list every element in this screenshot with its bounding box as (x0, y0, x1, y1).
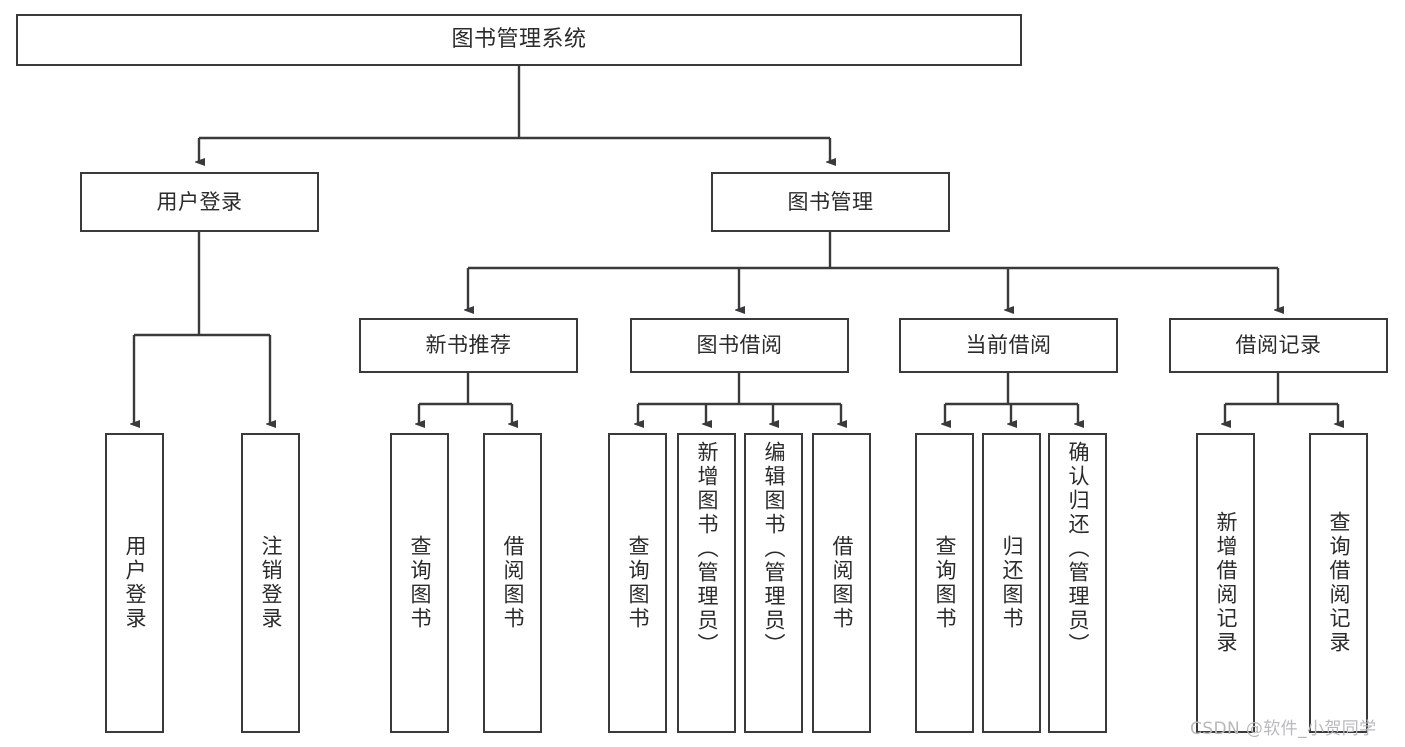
node-label: 图书管理系统 (451, 27, 587, 53)
node-label: 图书借阅 (696, 333, 783, 358)
node-current-borrow[interactable]: 当前借阅 (899, 318, 1118, 373)
node-label: 查询图书 (408, 535, 432, 631)
node-label: 新增图书（管理员） (695, 441, 719, 657)
csdn-watermark: CSDN @软件_小贺同学 (1190, 719, 1377, 739)
leaf-borrow-book-recommend[interactable]: 借阅图书 (483, 433, 542, 733)
node-new-book-recommend[interactable]: 新书推荐 (359, 318, 578, 373)
leaf-return-book[interactable]: 归还图书 (982, 433, 1041, 733)
leaf-query-book-current[interactable]: 查询图书 (915, 433, 974, 733)
node-label: 借阅图书 (830, 535, 854, 631)
node-book-management-system[interactable]: 图书管理系统 (16, 14, 1022, 66)
node-label: 用户登录 (123, 535, 147, 631)
node-label: 新增借阅记录 (1214, 511, 1238, 655)
leaf-query-book-recommend[interactable]: 查询图书 (390, 433, 449, 733)
node-borrow-record[interactable]: 借阅记录 (1169, 318, 1388, 373)
leaf-edit-book-admin[interactable]: 编辑图书（管理员） (744, 433, 803, 733)
leaf-logout[interactable]: 注销登录 (241, 433, 300, 733)
node-label: 新书推荐 (425, 333, 512, 358)
node-label: 当前借阅 (965, 333, 1052, 358)
node-label: 借阅记录 (1235, 333, 1322, 358)
leaf-query-book-borrow[interactable]: 查询图书 (608, 433, 667, 733)
node-book-management[interactable]: 图书管理 (711, 172, 950, 232)
node-book-borrow[interactable]: 图书借阅 (630, 318, 849, 373)
node-label: 查询借阅记录 (1327, 511, 1351, 655)
node-label: 查询图书 (626, 535, 650, 631)
node-label: 借阅图书 (501, 535, 525, 631)
node-label: 确认归还（管理员） (1066, 441, 1090, 657)
node-label: 用户登录 (156, 189, 243, 214)
leaf-add-borrow-record[interactable]: 新增借阅记录 (1196, 433, 1255, 733)
node-label: 查询图书 (933, 535, 957, 631)
leaf-confirm-return-admin[interactable]: 确认归还（管理员） (1048, 433, 1107, 733)
node-label: 归还图书 (1000, 535, 1024, 631)
node-user-login[interactable]: 用户登录 (80, 172, 319, 232)
node-label: 注销登录 (259, 535, 283, 631)
node-label: 图书管理 (787, 189, 874, 214)
leaf-user-login[interactable]: 用户登录 (105, 433, 164, 733)
node-label: 编辑图书（管理员） (762, 441, 786, 657)
leaf-add-book-admin[interactable]: 新增图书（管理员） (677, 433, 736, 733)
leaf-query-borrow-record[interactable]: 查询借阅记录 (1309, 433, 1368, 733)
leaf-borrow-book[interactable]: 借阅图书 (812, 433, 871, 733)
